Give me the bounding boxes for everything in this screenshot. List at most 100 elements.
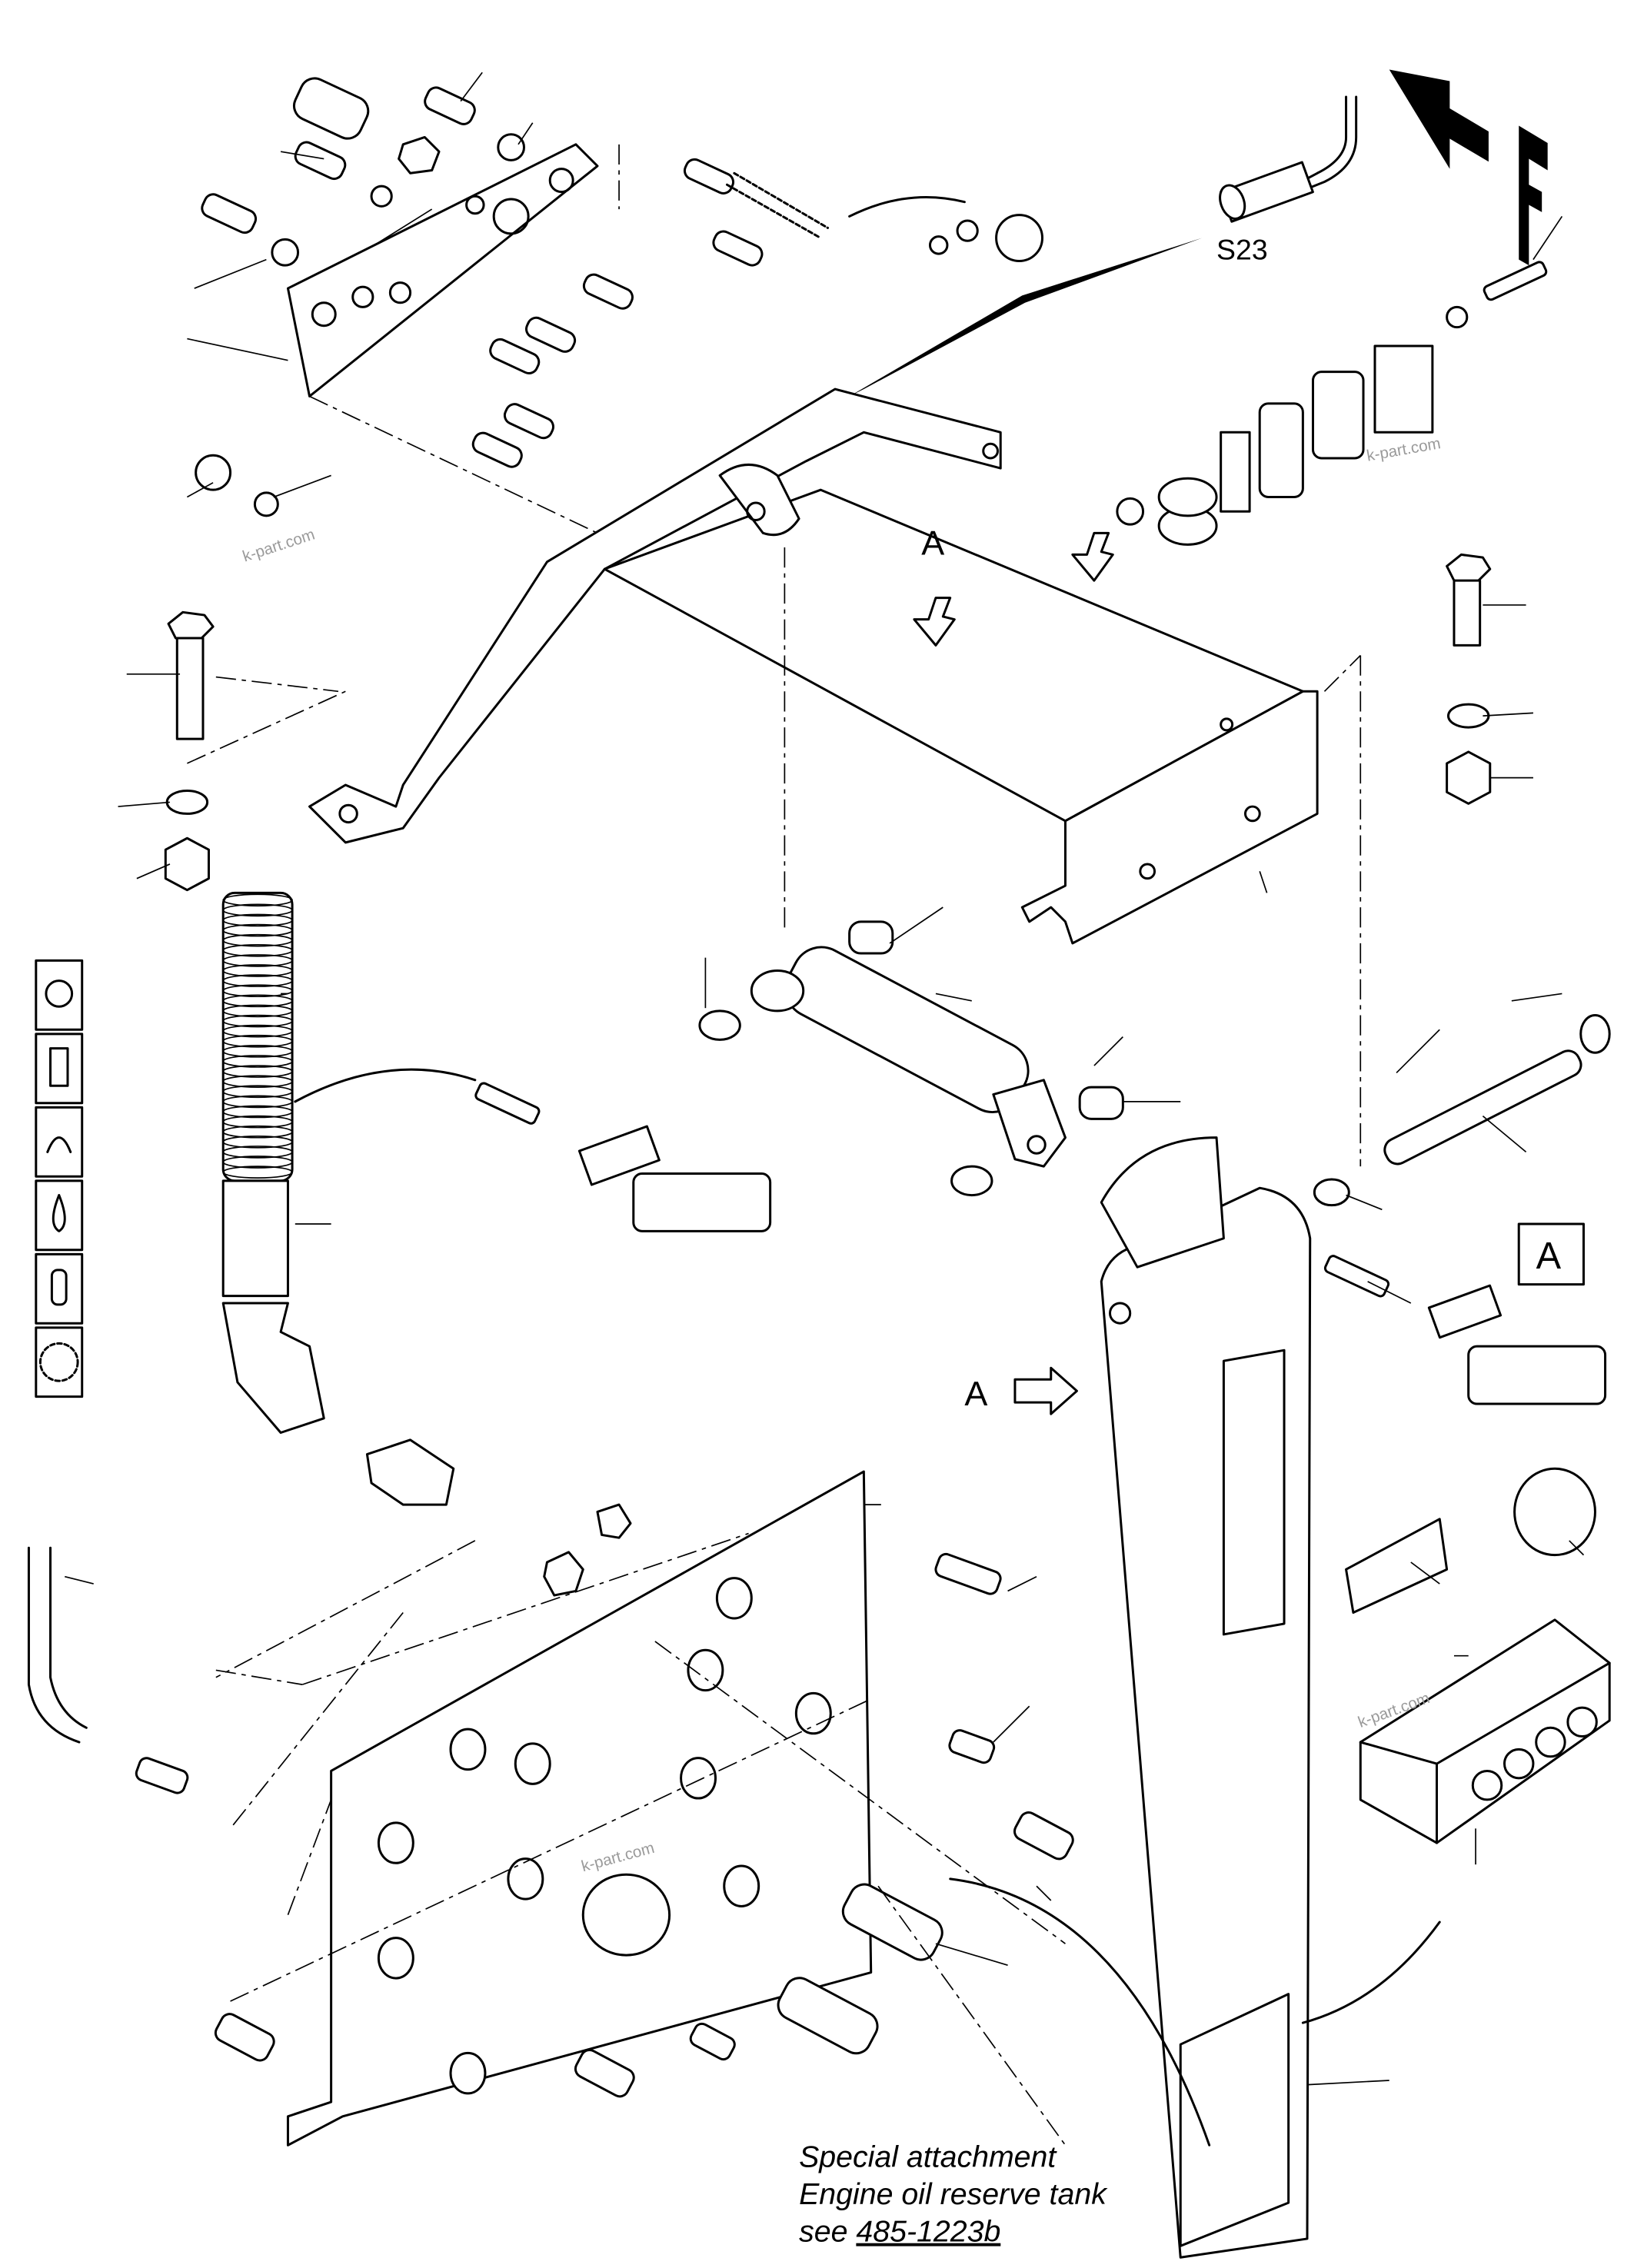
- view-arrow-icon: [1013, 1366, 1078, 1415]
- sensor-label: S23: [1216, 234, 1268, 266]
- leader-line: [118, 801, 170, 807]
- dash-line: [654, 1641, 1066, 1944]
- leader-line: [1532, 215, 1563, 261]
- clamp-set-right: [1116, 261, 1548, 546]
- spring-hose: [221, 891, 477, 1506]
- lower-panel: [286, 1470, 873, 2147]
- leader-line: [187, 338, 288, 361]
- label-plate: [1345, 1518, 1449, 1615]
- spring-coil: [222, 933, 293, 947]
- panel-hole: [687, 1648, 724, 1692]
- dash-line: [1323, 654, 1361, 692]
- spring-coil: [222, 1135, 293, 1149]
- oil-drop-icon: [35, 959, 84, 1031]
- leader-line: [1410, 1561, 1440, 1585]
- spring-coil: [222, 1075, 293, 1088]
- fittings-upper: [195, 77, 525, 517]
- spring-coil: [222, 1045, 293, 1058]
- main-frame: [308, 387, 1319, 945]
- spring-coil: [222, 1105, 293, 1119]
- dash-line: [215, 1669, 303, 1685]
- leader-line: [1346, 1194, 1383, 1211]
- dash-line: [229, 1611, 404, 1829]
- spring-coil: [222, 1014, 293, 1028]
- panel-hole: [507, 1857, 544, 1901]
- slot-icon: [35, 1252, 84, 1325]
- spring-coil: [222, 913, 293, 927]
- panel-hole: [449, 1728, 487, 1771]
- spring-coil: [222, 943, 293, 957]
- view-arrow-icon: [913, 531, 1114, 647]
- dash-line: [215, 1540, 476, 1678]
- leader-line: [1259, 871, 1268, 893]
- view-a-arrow: A: [964, 1374, 987, 1413]
- dash-line: [301, 1532, 749, 1685]
- leader-line: [1007, 1575, 1037, 1592]
- spring-coil: [222, 1085, 293, 1099]
- spring-coil: [222, 984, 293, 998]
- panel-hole: [514, 1742, 551, 1785]
- electrical-box: [1359, 1618, 1611, 1844]
- spring-coil: [222, 1055, 293, 1068]
- leader-line: [1511, 993, 1562, 1002]
- spring-coil: [222, 1065, 293, 1078]
- spring-coil: [222, 923, 293, 937]
- leader-line: [1483, 712, 1533, 717]
- leader-line: [935, 993, 972, 1002]
- quick-couplings: [214, 1503, 1074, 2098]
- leader-line: [65, 1575, 94, 1585]
- panel-hole: [449, 2051, 487, 2095]
- leader-line: [1093, 1036, 1123, 1066]
- gear-icon: [35, 1326, 84, 1398]
- symbol-column: [35, 959, 84, 1398]
- support-arm: [949, 1136, 1441, 2259]
- panel-hole: [715, 1577, 753, 1620]
- bolt-left: [164, 610, 215, 892]
- spring-coil: [222, 1146, 293, 1159]
- hydraulic-cylinder: [698, 920, 1124, 1197]
- leader-line: [993, 1705, 1030, 1743]
- clamp-set-mid: [474, 1082, 1607, 1405]
- cable-tie: [1513, 1467, 1596, 1557]
- dash-line: [287, 1799, 332, 1915]
- pin-rod: [1313, 1014, 1611, 1207]
- leader-line: [374, 208, 433, 246]
- spring-coil: [222, 964, 293, 977]
- bulkhead-plate: [286, 143, 599, 397]
- watermark: k-part.com: [1366, 434, 1443, 465]
- reference-link[interactable]: 485-1223b: [856, 2215, 1000, 2249]
- panel-hole: [377, 1821, 414, 1864]
- spring-coil: [222, 893, 293, 907]
- leader-line: [280, 151, 324, 160]
- spring-coil: [222, 1125, 293, 1139]
- spring-coil: [222, 903, 293, 917]
- spring-coil: [222, 1034, 293, 1048]
- leader-line: [1569, 1540, 1585, 1556]
- spring-coil: [222, 954, 293, 967]
- leader-line: [136, 863, 171, 880]
- fluid-drop-icon: [35, 1179, 84, 1252]
- watermark: k-part.com: [241, 526, 318, 566]
- panel-hole: [680, 1757, 717, 1800]
- leader-line: [517, 122, 534, 145]
- panel-hole: [723, 1864, 760, 1907]
- clamp-upper: [848, 196, 1044, 262]
- view-a-box: [1517, 1222, 1585, 1286]
- sensor-s23: [1219, 95, 1358, 223]
- spring-coil: [222, 974, 293, 987]
- spring-coil: [222, 1115, 293, 1129]
- spring-coil: [222, 1004, 293, 1018]
- dash-line: [309, 395, 598, 534]
- leader-line: [186, 482, 214, 498]
- dash-line: [230, 1698, 872, 2002]
- note-line-2: Engine oil reserve tank: [799, 2177, 1108, 2211]
- leader-lines: [65, 71, 1585, 2146]
- leader-line: [273, 474, 331, 498]
- heater-icon: [35, 1106, 84, 1178]
- note-prefix: see: [799, 2215, 856, 2249]
- spring-coil: [222, 994, 293, 1008]
- bolt-right: [1446, 553, 1492, 805]
- spring-coil: [222, 1024, 293, 1038]
- note-line-1: Special attachment: [799, 2140, 1057, 2173]
